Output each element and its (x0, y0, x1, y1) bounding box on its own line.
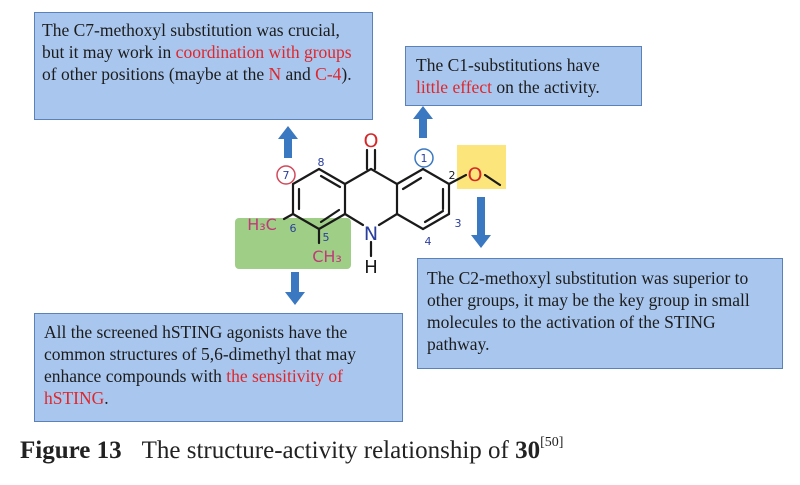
dimethyl-highlight (235, 218, 351, 269)
position-1-number: 1 (421, 152, 428, 165)
position-6-number: 6 (290, 222, 297, 235)
carbonyl-oxygen: O (364, 130, 379, 152)
position-5-number: 5 (323, 231, 330, 244)
position-3-number: 3 (455, 217, 462, 230)
compound-number: 30 (515, 437, 541, 464)
c7-text-2: of other positions (maybe at the (42, 64, 269, 84)
acridone-skeleton (282, 148, 502, 258)
c7-text-1: The C7-methoxyl substitution was crucial… (42, 20, 340, 62)
methoxy-highlight (457, 145, 506, 189)
arrow-up-c1 (413, 106, 433, 138)
callout-dimethyl: All the screened hSTING agonists have th… (34, 313, 403, 422)
position-1-circle (414, 148, 434, 168)
c56-text-2: . (104, 388, 109, 408)
callout-c2-methoxyl: The C2-methoxyl substitution was superio… (417, 258, 783, 369)
c1-highlight-little-effect: little effect (416, 77, 492, 97)
position-7-circle (276, 165, 296, 185)
figure-label: Figure 13 (20, 437, 122, 464)
c56-highlight-sensitivity: the sensitivity of hSTING (44, 366, 343, 408)
c7-text-4: ). (341, 64, 352, 84)
caption-text: The structure-activity relationship of (141, 437, 516, 464)
figure-caption: Figure 13 The structure-activity relation… (20, 434, 564, 465)
position-4-number: 4 (425, 235, 432, 248)
position-7-number: 7 (283, 169, 290, 182)
ring-hydrogen: H (364, 257, 378, 278)
c7-text-3: and (281, 64, 316, 84)
c56-text-1: All the screened hSTING agonists have th… (44, 322, 357, 386)
methyl-5-label: CH₃ (312, 247, 342, 266)
methyl-6-label: H₃C (247, 215, 277, 234)
c2-text-1: The C2-methoxyl substitution was superio… (427, 268, 750, 354)
position-8-number: 8 (318, 156, 325, 169)
ring-nitrogen: N (364, 223, 378, 245)
c1-text-2: on the activity. (491, 77, 600, 97)
callout-c1-substitution: The C1-substitutions have little effect … (405, 46, 642, 106)
c7-highlight-n: N (268, 64, 282, 84)
position-2-number: 2 (449, 169, 456, 182)
methoxy-oxygen: O (468, 164, 483, 186)
c7-highlight-coordination: coordination with groups (175, 42, 352, 62)
c1-text-1: The C1-substitutions have (416, 55, 600, 75)
arrow-down-c56 (285, 272, 305, 305)
caption-reference: [50] (540, 434, 564, 450)
arrow-up-c7 (278, 126, 298, 158)
c7-highlight-c4: C-4 (315, 64, 342, 84)
callout-c7-methoxyl: The C7-methoxyl substitution was crucial… (34, 12, 373, 120)
arrow-down-c2 (471, 197, 491, 248)
